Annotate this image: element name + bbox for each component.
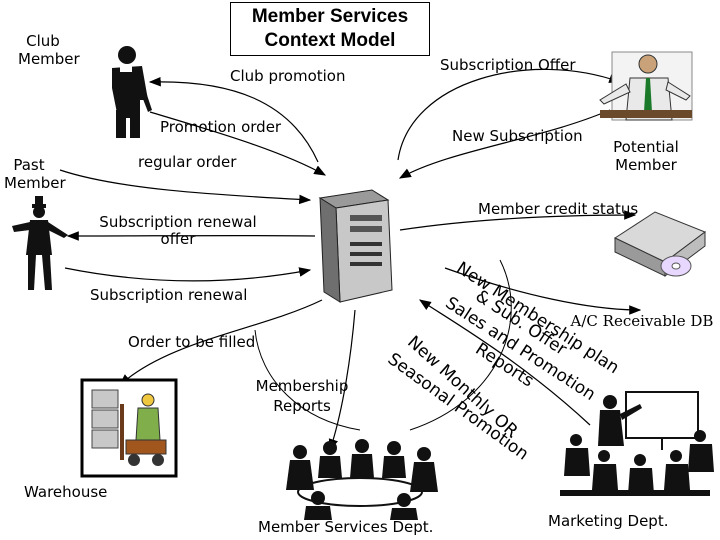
past-member-label: Past Member	[4, 156, 66, 192]
warehouse-forklift-icon	[80, 378, 178, 478]
flow-subscription-offer: Subscription Offer	[440, 56, 576, 74]
context-boundary-arc-left	[254, 329, 361, 431]
ac-receivable-db-label: A/C Receivable DB	[570, 312, 714, 330]
server-icon	[318, 189, 393, 303]
arrow-marketing-to-server	[419, 299, 591, 426]
potential-member-figure	[599, 51, 693, 121]
flow-subscription-renewal-offer: Subscription renewal offer	[99, 213, 257, 248]
flow-new-subscription: New Subscription	[452, 127, 583, 145]
context-boundary-arc	[409, 259, 512, 431]
arrow-new-subscription	[398, 109, 611, 179]
flow-order-to-be-filled: Order to be filled	[128, 333, 256, 351]
arrow-order-to-be-filled	[119, 299, 323, 386]
arrow-credit-status	[399, 210, 637, 231]
arrow-promotion-order	[149, 111, 327, 176]
presentation-icon	[560, 391, 714, 496]
potential-member-label: Potential Member	[613, 138, 679, 174]
club-member-label: Club Member	[18, 32, 80, 68]
disk-drive-icon	[613, 211, 707, 277]
flow-membership-reports: Membership Reports	[255, 377, 349, 415]
marketing-dept-label: Marketing Dept.	[548, 512, 669, 530]
arrow-subscription-offer	[397, 68, 622, 161]
member-services-dept-label: Member Services Dept.	[258, 518, 434, 536]
club-member-figure	[112, 46, 152, 138]
flow-club-promotion: Club promotion	[230, 67, 346, 85]
arrow-club-promotion	[148, 76, 319, 163]
warehouse-label: Warehouse	[24, 483, 108, 501]
flow-promotion-order: Promotion order	[160, 118, 282, 136]
flow-member-credit-status: Member credit status	[478, 200, 639, 218]
diagram-title: Member Services Context Model	[230, 2, 430, 56]
arrow-subscription-renewal	[64, 267, 312, 282]
flow-subscription-renewal: Subscription renewal	[90, 286, 248, 304]
arrow-regular-order	[59, 169, 312, 205]
meeting-group-icon	[286, 439, 438, 520]
arrow-membership-reports	[328, 309, 356, 452]
flow-regular-order: regular order	[138, 153, 237, 171]
past-member-figure	[12, 196, 68, 290]
arrow-to-ac-receivable	[444, 267, 642, 315]
